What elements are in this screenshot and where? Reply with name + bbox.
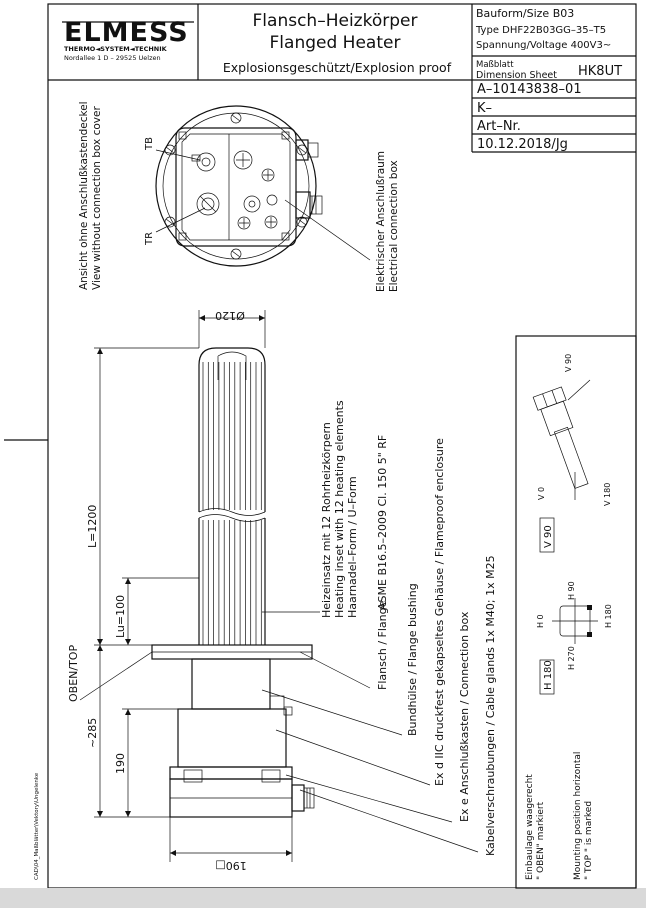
connection-label-en: Electrical connection box bbox=[388, 160, 400, 292]
diameter-bottom: 190□ bbox=[215, 859, 246, 872]
annotation-flange-standard: ASME B16.5–2009 Cl. 150 5" RF bbox=[376, 435, 389, 610]
type-label: Type DHF22B03GG–35–T5 bbox=[475, 25, 606, 36]
height-box: 190 bbox=[114, 753, 127, 774]
title-subtitle: Explosionsgeschützt/Explosion proof bbox=[223, 60, 452, 75]
oben-top-marker: OBEN/TOP bbox=[67, 645, 80, 702]
company-address: Nordallee 1 D – 29525 Uelzen bbox=[64, 54, 161, 62]
company-tagline: THERMO◄SYSTEM◄TECHNIK bbox=[64, 45, 168, 53]
annotation-connection-box: Ex e Anschlußkasten / Connection box bbox=[458, 611, 471, 822]
voltage-label: Spannung/Voltage 400V3~ bbox=[476, 40, 611, 51]
mounting-position-box: Einbaulage waagerecht " OBEN" markiert M… bbox=[515, 335, 637, 889]
bottom-strip bbox=[0, 888, 646, 908]
label-v0: V 0 bbox=[537, 487, 546, 500]
title-en: Flanged Heater bbox=[270, 33, 401, 53]
label-tb: TB bbox=[144, 137, 155, 151]
label-h90: H 90 bbox=[567, 581, 576, 600]
height-top: ~285 bbox=[86, 718, 99, 748]
diameter-top: Ø120 bbox=[215, 309, 245, 322]
dimension-sheet-de: Maßblatt bbox=[476, 60, 514, 70]
label-h270: H 270 bbox=[567, 646, 576, 670]
annotation-heating-1: Heizeinsatz mit 12 Rohrheizkörpern bbox=[320, 422, 333, 618]
v90-box: V 90 bbox=[543, 525, 554, 548]
top-view-caption-de: Ansicht ohne Anschlußkastendeckel bbox=[78, 101, 90, 290]
annotation-flange: Flansch / Flange bbox=[376, 600, 389, 690]
sheet-code: HK8UT bbox=[578, 64, 622, 79]
label-h0: H 0 bbox=[536, 614, 545, 628]
top-view-caption-en: View without connection box cover bbox=[91, 106, 103, 290]
article-number: Art–Nr. bbox=[477, 119, 521, 134]
annotation-heating-2: Heating inset with 12 heating elements bbox=[333, 400, 346, 618]
mounting-en-1: Mounting position horizontal bbox=[573, 752, 583, 880]
size-label: Bauform/Size B03 bbox=[476, 7, 574, 20]
title-de: Flansch–Heizkörper bbox=[253, 11, 418, 31]
label-h180: H 180 bbox=[604, 604, 613, 628]
annotations: Heizeinsatz mit 12 Rohrheizkörpern Heati… bbox=[320, 400, 497, 856]
mounting-en-2: " TOP " is marked bbox=[584, 801, 594, 880]
mounting-de-1: Einbaulage waagerecht bbox=[525, 774, 535, 880]
k-field: K– bbox=[477, 101, 492, 116]
annotation-heating-3: Haarnadel–Form / U–Form bbox=[346, 476, 359, 618]
heating-tubes bbox=[202, 362, 262, 645]
annotation-bushing: Bundhülse / Flange bushing bbox=[406, 583, 419, 736]
side-view: Ø120 190□ bbox=[67, 309, 479, 872]
label-tr: TR bbox=[144, 232, 155, 246]
label-v180: V 180 bbox=[603, 483, 612, 506]
top-view: TB TR Ansicht ohne Anschlußkastendeckel … bbox=[78, 101, 400, 292]
length-total: L=1200 bbox=[86, 505, 99, 548]
drawing-date: 10.12.2018/Jg bbox=[477, 137, 568, 152]
flange-bushing bbox=[191, 658, 271, 710]
annotation-cable-glands: Kabelverschraubungen / Cable glands 1x M… bbox=[484, 555, 497, 856]
h180-box: H 180 bbox=[543, 660, 554, 690]
flameproof-enclosure bbox=[177, 708, 287, 768]
connection-box-lid bbox=[169, 766, 293, 780]
length-unheated: Lu=100 bbox=[114, 595, 127, 638]
mounting-de-2: " OBEN" markiert bbox=[536, 801, 546, 880]
connection-label-de: Elektrischer Anschlußraum bbox=[375, 151, 387, 292]
title-block: ELMESS THERMO◄SYSTEM◄TECHNIK Nordallee 1… bbox=[48, 4, 636, 153]
dimension-sheet-en: Dimension Sheet bbox=[476, 70, 557, 81]
drawing-number: A–10143838–01 bbox=[477, 82, 582, 97]
label-v90: V 90 bbox=[564, 354, 573, 372]
cable-gland-m40 bbox=[291, 784, 305, 812]
file-path: CAD\04_Maßblätter\Vektory\Ungelenke bbox=[34, 772, 40, 880]
annotation-enclosure: Ex d IIC druckfest gekapseltes Gehäuse /… bbox=[433, 438, 446, 786]
